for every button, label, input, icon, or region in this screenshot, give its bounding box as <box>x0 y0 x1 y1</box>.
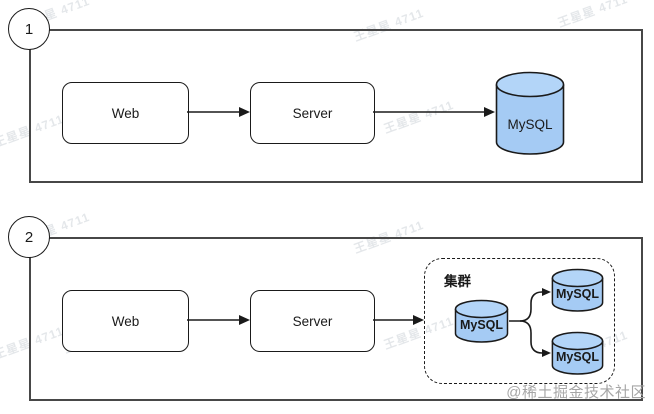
web-node-label: Web <box>111 313 140 329</box>
section-1-badge: 1 <box>8 8 50 50</box>
server-node-label: Server <box>292 105 333 121</box>
cluster-replica-mysql-bottom: MySQL <box>551 331 604 376</box>
web-node-label: Web <box>111 105 140 121</box>
database-cylinder-icon <box>495 71 565 155</box>
cluster-replica-mysql-top: MySQL <box>551 268 604 313</box>
database-cylinder-icon <box>551 268 604 312</box>
section-2-frame <box>29 237 643 401</box>
section-1-frame <box>29 29 643 183</box>
database-cylinder-icon <box>454 299 509 343</box>
mysql-label: MySQL <box>459 318 504 332</box>
database-cylinder-icon <box>551 331 604 375</box>
mysql-cluster-group <box>424 258 615 384</box>
section-2-server-node: Server <box>250 290 375 352</box>
mysql-label: MySQL <box>507 117 553 132</box>
server-node-label: Server <box>292 313 333 329</box>
section-2-number: 2 <box>24 228 34 246</box>
section-1-mysql-database: MySQL <box>495 71 565 156</box>
mysql-label: MySQL <box>555 287 600 301</box>
section-2-web-node: Web <box>62 290 189 352</box>
section-2-badge: 2 <box>8 216 50 258</box>
user-watermark: 王星星 4711 <box>555 0 630 31</box>
cluster-primary-mysql: MySQL <box>454 299 509 344</box>
community-credit-watermark: @稀土掘金技术社区 <box>506 384 646 401</box>
section-1-web-node: Web <box>62 82 189 144</box>
cluster-group-label: 集群 <box>444 274 471 289</box>
mysql-label: MySQL <box>555 350 600 364</box>
section-1-server-node: Server <box>250 82 375 144</box>
section-1-number: 1 <box>24 20 34 38</box>
